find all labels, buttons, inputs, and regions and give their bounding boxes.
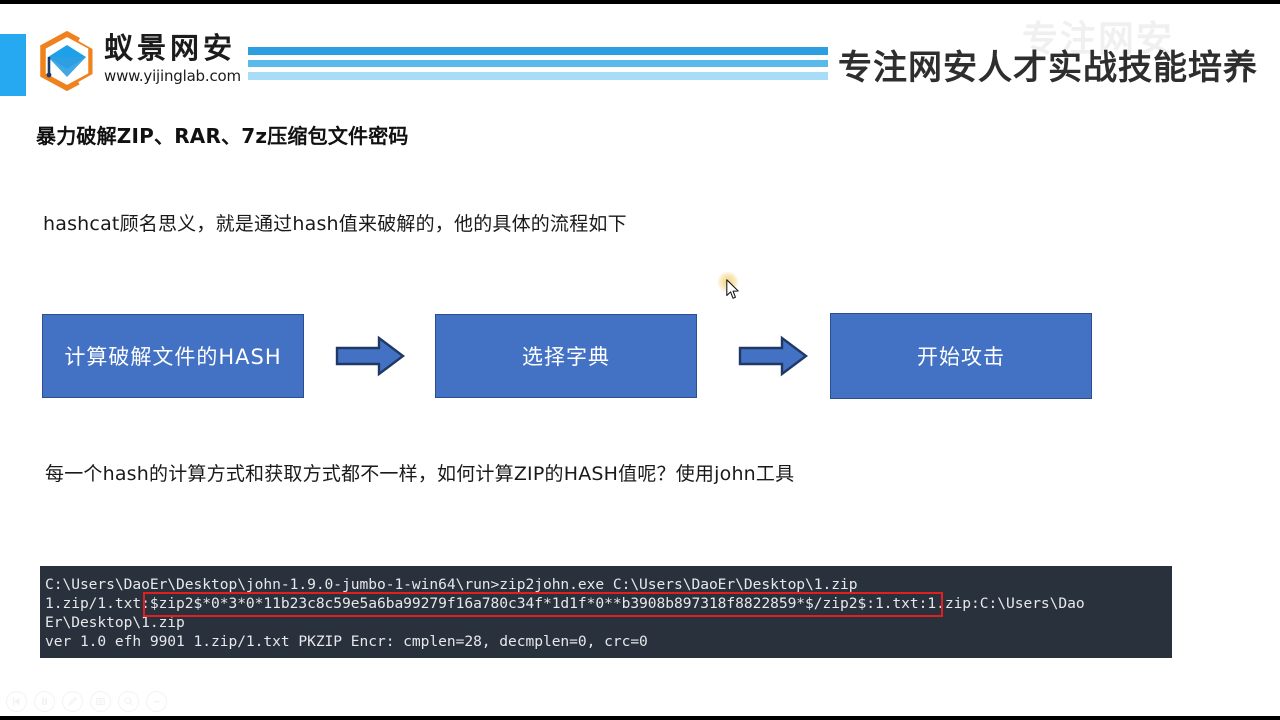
terminal-line-2: 1.zip/1.txt:$zip2$*0*3*0*11b23c8c59e5a6b… bbox=[45, 595, 1085, 612]
pause-icon[interactable] bbox=[34, 691, 55, 712]
header-stripes bbox=[248, 47, 828, 83]
header-slogan: 专注网安人才实战技能培养 bbox=[838, 48, 1258, 88]
pen-icon[interactable] bbox=[62, 691, 83, 712]
flow-step-3-label: 开始攻击 bbox=[917, 345, 1005, 369]
flow-step-3: 开始攻击 bbox=[830, 313, 1092, 399]
hexagon-graduation-cap-logo-icon bbox=[36, 30, 100, 92]
letterbox-top bbox=[0, 0, 1280, 4]
header-accent-bar bbox=[0, 34, 26, 96]
terminal-line-1: C:\Users\DaoEr\Desktop\john-1.9.0-jumbo-… bbox=[45, 576, 858, 593]
header-stripe-3 bbox=[248, 72, 828, 80]
paragraph-intro: hashcat顾名思义，就是通过hash值来破解的，他的具体的流程如下 bbox=[43, 213, 627, 235]
flow-step-1-label: 计算破解文件的HASH bbox=[64, 345, 282, 369]
logo-text-group: 蚁景网安 www.yijinglab.com bbox=[104, 31, 254, 85]
player-toolbar[interactable] bbox=[6, 691, 167, 712]
header-stripe-1 bbox=[248, 47, 828, 55]
minus-icon[interactable] bbox=[146, 691, 167, 712]
flow-arrow-1-icon bbox=[335, 335, 405, 377]
terminal-line-3: Er\Desktop\1.zip bbox=[45, 614, 185, 631]
flow-arrow-2-icon bbox=[738, 335, 808, 377]
page-title: 暴力破解ZIP、RAR、7z压缩包文件密码 bbox=[36, 124, 409, 148]
flow-step-2: 选择字典 bbox=[435, 314, 697, 398]
mouse-pointer-icon bbox=[726, 279, 740, 300]
screenshot-icon[interactable] bbox=[90, 691, 111, 712]
terminal-line-4: ver 1.0 efh 9901 1.zip/1.txt PKZIP Encr:… bbox=[45, 633, 648, 650]
flow-step-1: 计算破解文件的HASH bbox=[42, 314, 304, 398]
flow-step-2-label: 选择字典 bbox=[522, 345, 610, 369]
zoom-icon[interactable] bbox=[118, 691, 139, 712]
paragraph-hash-note: 每一个hash的计算方式和获取方式都不一样，如何计算ZIP的HASH值呢？使用j… bbox=[45, 463, 795, 485]
terminal-output: C:\Users\DaoEr\Desktop\john-1.9.0-jumbo-… bbox=[40, 566, 1172, 658]
logo-url: www.yijinglab.com bbox=[104, 67, 241, 85]
logo-title: 蚁景网安 bbox=[104, 31, 237, 65]
skip-back-icon[interactable] bbox=[6, 691, 27, 712]
header-stripe-2 bbox=[248, 60, 828, 67]
header-watermark: 专注网安 bbox=[1022, 19, 1175, 60]
slide-header: 蚁景网安 www.yijinglab.com 专注网安 专注网安人才实战技能培养 bbox=[0, 4, 1280, 102]
letterbox-bottom bbox=[0, 716, 1280, 720]
